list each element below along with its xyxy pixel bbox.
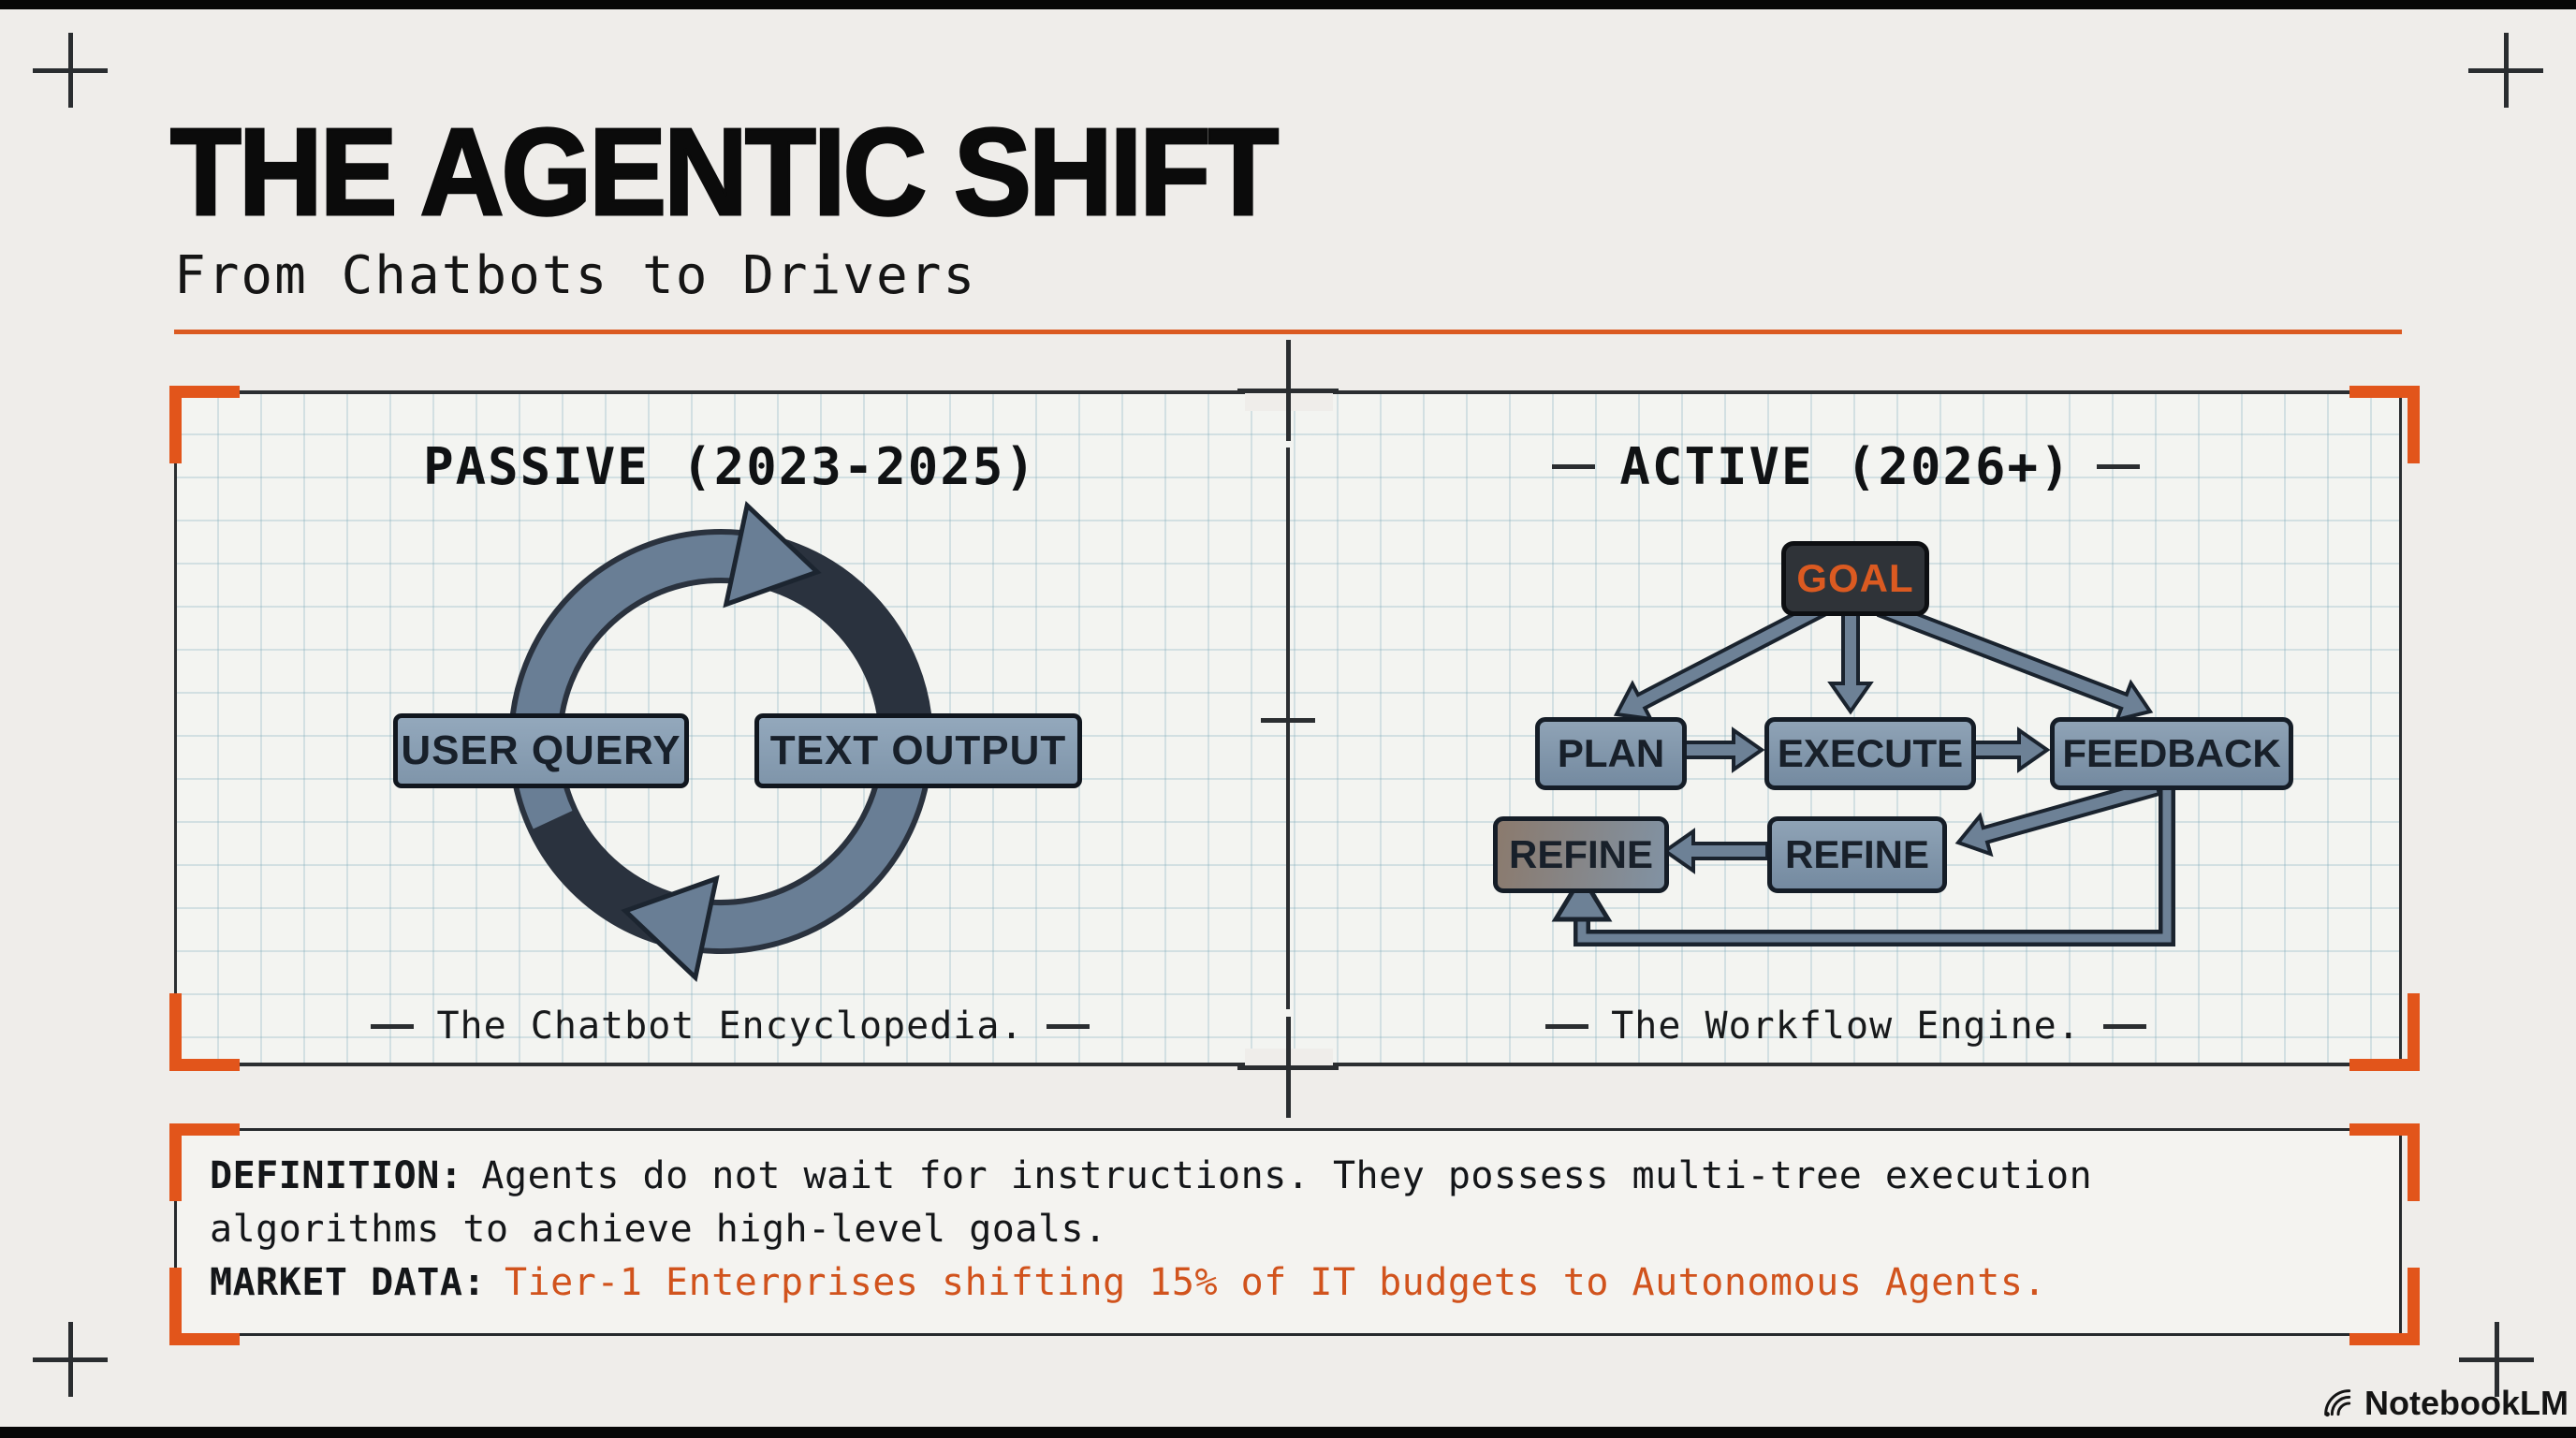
refine-right-label: REFINE (1784, 832, 1929, 876)
crosshair-top-right-icon (2468, 33, 2543, 108)
caption-dash-left (371, 1023, 415, 1029)
active-panel-header: ACTIVE (2026+) (1290, 436, 2402, 496)
crosshair-bottom-right-icon (2459, 1322, 2534, 1397)
panel-border-bottom-right (1333, 1063, 2402, 1066)
user-query-label: USER QUERY (401, 727, 681, 773)
active-caption-row: The Workflow Engine. (1290, 1002, 2402, 1050)
refine-left-node: REFINE (1493, 816, 1669, 893)
panel-border-top-right (1333, 390, 2402, 394)
header-dash-left (1552, 463, 1596, 469)
execute-node: EXECUTE (1764, 717, 1976, 790)
feedback-node: FEEDBACK (2050, 717, 2293, 790)
info-bracket-top-right (2349, 1123, 2420, 1201)
definition-line-1: DEFINITION: Agents do not wait for instru… (210, 1150, 2092, 1203)
text-output-label: TEXT OUTPUT (769, 727, 1067, 773)
panel-border-bottom-left (174, 1063, 1245, 1066)
crosshair-bottom-left-icon (33, 1322, 108, 1397)
plan-node: PLAN (1535, 717, 1687, 790)
definition-line-2: algorithms to achieve high-level goals. (210, 1208, 1107, 1251)
market-data-line: MARKET DATA: Tier-1 Enterprises shifting … (210, 1256, 2092, 1310)
panel-bracket-bottom-right (2349, 993, 2420, 1071)
crosshair-top-left-icon (33, 33, 108, 108)
info-bracket-bottom-right (2349, 1268, 2420, 1345)
refine-left-label: REFINE (1508, 832, 1653, 876)
user-query-node: USER QUERY (393, 713, 689, 788)
panel-border-left (174, 390, 177, 1066)
passive-header-label: PASSIVE (2023-2025) (423, 436, 1037, 496)
text-output-node: TEXT OUTPUT (754, 713, 1082, 788)
execute-label: EXECUTE (1777, 731, 1964, 775)
panel-bracket-top-right (2349, 386, 2420, 463)
refine-right-node: REFINE (1767, 816, 1947, 893)
crosshair-divider-top-icon (1237, 340, 1339, 441)
plan-label: PLAN (1557, 731, 1665, 775)
market-data-label: MARKET DATA: (210, 1261, 486, 1304)
panel-bracket-top-left (169, 386, 240, 463)
accent-rule (174, 330, 2402, 334)
definition-box (174, 1128, 2402, 1336)
panel-divider (1286, 448, 1290, 1009)
brand-lockup: NotebookLM (2320, 1382, 2569, 1425)
header-dash-right (2096, 463, 2140, 469)
brand-name: NotebookLM (2364, 1384, 2569, 1422)
passive-caption: The Chatbot Encyclopedia. (436, 1005, 1024, 1048)
definition-label: DEFINITION: (210, 1154, 463, 1197)
info-bracket-bottom-left (169, 1268, 240, 1345)
active-caption: The Workflow Engine. (1611, 1005, 2081, 1048)
caption-dash-left (1545, 1023, 1589, 1029)
active-header-label: ACTIVE (2026+) (1619, 436, 2072, 496)
crosshair-divider-bottom-icon (1237, 1017, 1339, 1118)
caption-dash-right (2102, 1023, 2146, 1029)
notebooklm-logo-icon (2324, 1389, 2351, 1417)
definition-text-block: DEFINITION: Agents do not wait for instru… (210, 1150, 2092, 1310)
market-data-body: Tier-1 Enterprises shifting 15% of IT bu… (504, 1261, 2046, 1304)
bottom-letterbox-bar (0, 1427, 2576, 1438)
page-title: THE AGENTIC SHIFT (169, 103, 1281, 241)
definition-body-1: Agents do not wait for instructions. The… (481, 1154, 2093, 1197)
passive-caption-row: The Chatbot Encyclopedia. (174, 1002, 1286, 1050)
page-subtitle: From Chatbots to Drivers (174, 245, 977, 306)
caption-dash-right (1046, 1023, 1090, 1029)
goal-node: GOAL (1781, 541, 1929, 616)
passive-panel-header: PASSIVE (2023-2025) (174, 436, 1286, 496)
panel-border-right (2399, 390, 2402, 1066)
panel-bracket-bottom-left (169, 993, 240, 1071)
panel-border-top-left (174, 390, 1245, 394)
goal-label: GOAL (1796, 556, 1914, 600)
feedback-label: FEEDBACK (2062, 731, 2281, 775)
top-letterbox-bar (0, 0, 2576, 9)
divider-mid-tick (1261, 718, 1315, 723)
info-bracket-top-left (169, 1123, 240, 1201)
